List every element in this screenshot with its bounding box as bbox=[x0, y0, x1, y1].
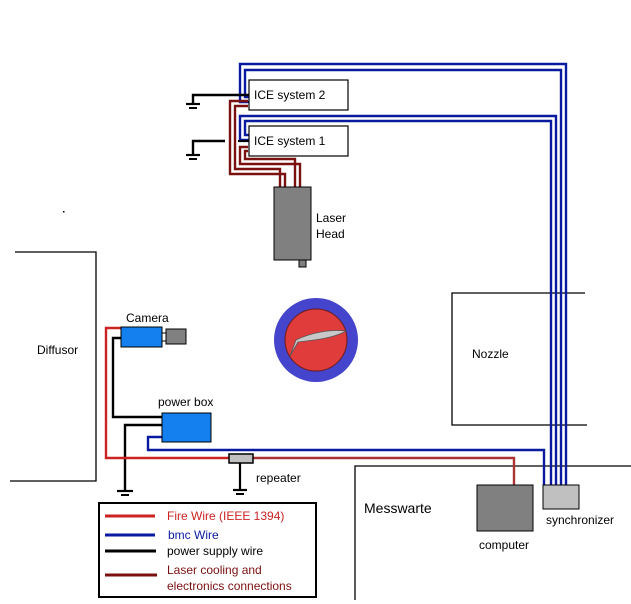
power-box: power box bbox=[158, 395, 213, 443]
laser-wires bbox=[228, 99, 302, 187]
nozzle-zone: Nozzle bbox=[451, 292, 587, 426]
legend-item-power-wire: power supply wire bbox=[105, 544, 263, 558]
ice-system-1-label: ICE system 1 bbox=[254, 134, 326, 148]
laser-head: Laser Head bbox=[273, 186, 346, 268]
test-section-window bbox=[274, 298, 358, 382]
legend-label-power-wire: power supply wire bbox=[167, 544, 263, 558]
legend-item-bmc-wire: bmc Wire bbox=[105, 528, 219, 542]
ice-system-2-label: ICE system 2 bbox=[254, 88, 326, 102]
computer: computer bbox=[476, 484, 534, 552]
repeater-label: repeater bbox=[256, 471, 301, 485]
nozzle-label: Nozzle bbox=[472, 347, 509, 361]
diffusor-label: Diffusor bbox=[37, 343, 78, 357]
synchronizer: synchronizer bbox=[542, 484, 614, 527]
camera: Camera bbox=[120, 311, 187, 348]
legend-label-fire-wire: Fire Wire (IEEE 1394) bbox=[167, 509, 284, 523]
ice-system-1: ICE system 1 bbox=[248, 125, 349, 157]
power-box-label: power box bbox=[158, 395, 213, 409]
legend-label-bmc-wire: bmc Wire bbox=[168, 528, 219, 542]
ice-system-2: ICE system 2 bbox=[248, 79, 349, 111]
laser-head-label-1: Laser bbox=[316, 211, 346, 225]
legend-item-laser-wire: Laser cooling and electronics connection… bbox=[105, 563, 292, 593]
camera-label: Camera bbox=[126, 311, 169, 325]
legend-label-laser-wire-2: electronics connections bbox=[167, 579, 292, 593]
bmc-wire-power-box bbox=[146, 435, 546, 486]
fire-wire-computer bbox=[253, 456, 516, 485]
legend: Fire Wire (IEEE 1394) bmc Wire power sup… bbox=[98, 502, 317, 598]
stray-dot bbox=[63, 211, 65, 213]
diffusor-zone: Diffusor bbox=[10, 251, 97, 482]
turbine-blade bbox=[289, 330, 348, 357]
laser-head-label-2: Head bbox=[316, 227, 345, 241]
camera-power-wires bbox=[111, 336, 162, 496]
computer-label: computer bbox=[479, 538, 529, 552]
ice-power-wires bbox=[186, 93, 250, 160]
fire-wire-camera bbox=[104, 326, 230, 460]
messwarte-zone: Messwarte bbox=[354, 465, 631, 600]
legend-label-laser-wire-1: Laser cooling and bbox=[167, 563, 262, 577]
synchronizer-label: synchronizer bbox=[546, 513, 614, 527]
messwarte-label: Messwarte bbox=[364, 500, 432, 516]
repeater: repeater bbox=[228, 453, 301, 495]
legend-item-fire-wire: Fire Wire (IEEE 1394) bbox=[105, 509, 284, 523]
